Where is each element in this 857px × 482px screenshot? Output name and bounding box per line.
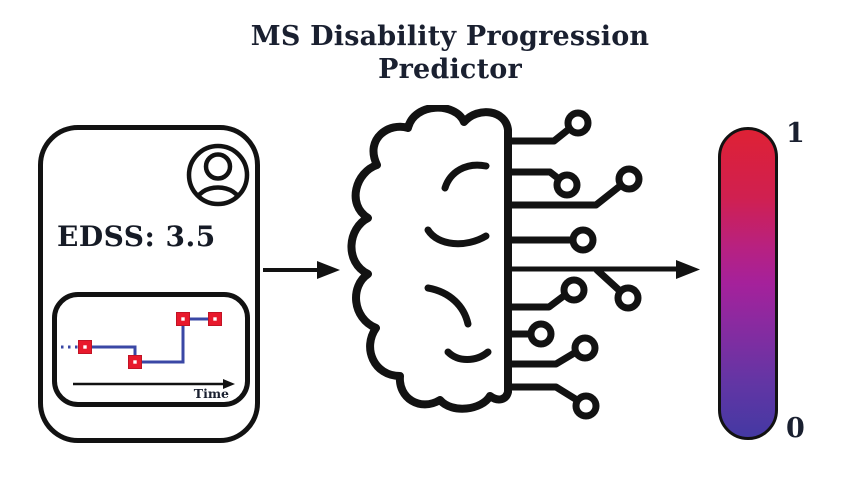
timeline-step-line xyxy=(85,317,215,364)
figure-title-line2: Predictor xyxy=(378,54,522,85)
timeline-marker-dot xyxy=(133,360,137,364)
time-axis-label: Time xyxy=(194,386,229,401)
predictor-art xyxy=(263,105,700,420)
edss-timeline-chart: Time xyxy=(61,312,235,401)
time-axis-arrow xyxy=(73,379,235,389)
colorbar-min-label: 0 xyxy=(786,413,805,444)
brain-outline xyxy=(347,105,512,413)
figure-title-line1: MS Disability Progression xyxy=(250,21,650,52)
patient-card: EDSS: 3.5 Time xyxy=(38,125,260,443)
timeline-markers xyxy=(78,312,222,369)
timeline-marker-dot xyxy=(181,317,185,321)
timeline-marker-dot xyxy=(83,345,87,349)
edss-value-label: EDSS: 3.5 xyxy=(57,220,216,253)
brain-circuit-icon xyxy=(347,105,700,420)
brain-folds xyxy=(424,161,492,363)
colorbar-max-label: 1 xyxy=(786,118,805,149)
timeline-marker-dot xyxy=(213,317,217,321)
circuit-traces xyxy=(504,109,643,420)
edss-timeline-panel: Time xyxy=(52,292,250,407)
probability-colorbar xyxy=(718,127,778,440)
arrow-card-to-brain-icon xyxy=(263,261,340,279)
user-avatar-icon xyxy=(186,143,250,207)
figure-title: MS Disability Progression Predictor xyxy=(150,20,750,86)
